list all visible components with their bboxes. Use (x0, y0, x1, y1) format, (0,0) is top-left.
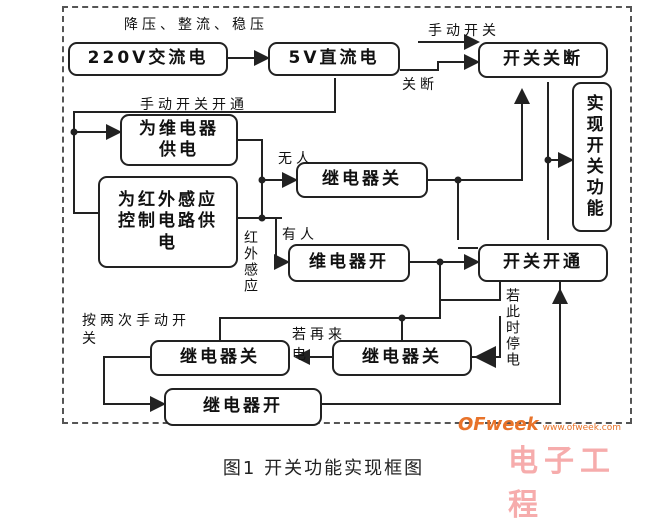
box-ir-power-label: 为红外感应控制电路供电 (118, 190, 218, 253)
box-relay-off-left-label: 继电器关 (180, 347, 260, 368)
box-relay-off-mid: 继电器关 (332, 340, 472, 376)
box-relay-off-left: 继电器关 (150, 340, 290, 376)
diagram-frame (62, 6, 632, 424)
box-220v-ac: 220V交流电 (68, 42, 228, 76)
box-relay-on-lower: 继电器开 (164, 388, 322, 426)
box-relay-off-upper-label: 继电器关 (322, 169, 402, 190)
label-off: 关断 (402, 77, 438, 93)
label-if-again: 若再来电 (292, 327, 346, 363)
label-infrared: 红外感应 (242, 230, 258, 294)
box-implement-switch-label: 实现开关功能 (582, 94, 603, 220)
box-switch-on-label: 开关开通 (503, 252, 583, 273)
label-somebody: 有人 (282, 227, 318, 243)
box-ir-power: 为红外感应控制电路供电 (98, 176, 238, 268)
box-relay-on-upper-label: 维电器开 (309, 252, 389, 273)
box-220v-ac-label: 220V交流电 (87, 48, 209, 69)
box-relay-off-upper: 继电器关 (296, 162, 428, 198)
watermark-site: www.ofweek.com (542, 423, 621, 433)
watermark-brand-text: OFweek (458, 414, 539, 435)
box-switch-off: 开关关断 (478, 42, 608, 78)
connector-lines (70, 34, 574, 412)
box-5v-dc-label: 5V直流电 (288, 48, 380, 69)
box-relay-off-mid-label: 继电器关 (362, 347, 442, 368)
label-rectify: 降压、整流、稳压 (124, 17, 268, 33)
box-relay-on-lower-label: 继电器开 (203, 396, 283, 417)
box-5v-dc: 5V直流电 (268, 42, 400, 76)
box-implement-switch: 实现开关功能 (572, 82, 612, 232)
label-nobody: 无人 (278, 151, 314, 167)
label-manual-switch: 手动开关 (428, 23, 500, 39)
box-switch-on: 开关开通 (478, 244, 608, 282)
label-if-outage: 若此时停电 (504, 288, 520, 368)
box-relay-on-upper: 维电器开 (288, 244, 410, 282)
label-press-twice: 按两次手动开关 (82, 313, 190, 348)
figure-caption: 图1 开关功能实现框图 (222, 458, 425, 479)
label-manual-on: 手动开关开通 (140, 97, 248, 113)
box-relay-power: 为维电器供电 (120, 114, 238, 166)
box-switch-off-label: 开关关断 (503, 49, 583, 70)
box-relay-power-label: 为维电器供电 (139, 118, 219, 160)
watermark-cn: 电子工程 (508, 444, 616, 523)
